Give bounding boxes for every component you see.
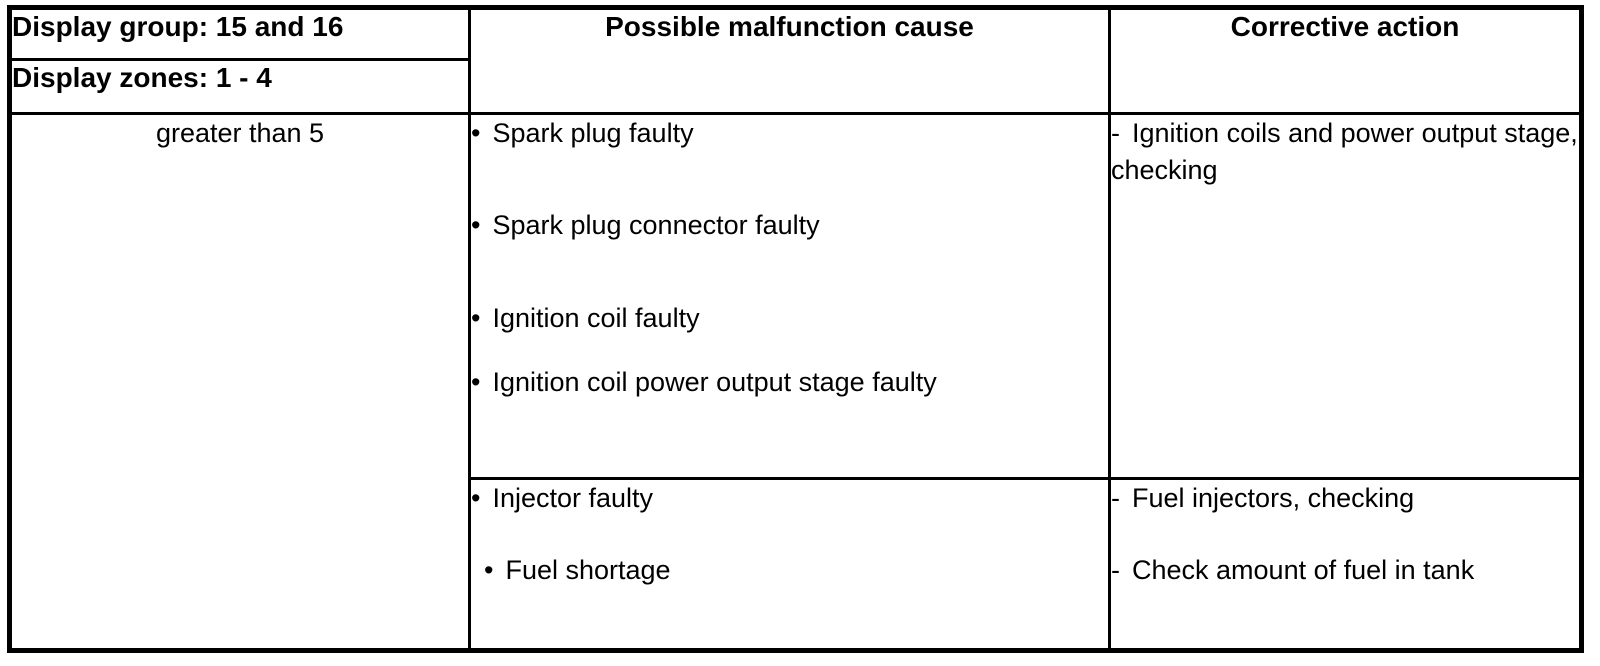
cause-item: • Ignition coil power output stage faulty: [471, 364, 1107, 401]
cause-item: • Spark plug faulty: [471, 117, 1107, 153]
action-text: Ignition coils and power output stage, c…: [1111, 118, 1578, 185]
actions-cell-row1: -Ignition coils and power output stage, …: [1108, 112, 1583, 480]
bullet-marker: •: [471, 303, 481, 333]
bullet-marker: •: [471, 210, 481, 240]
action-item: -Ignition coils and power output stage, …: [1111, 117, 1579, 190]
cause-item: • Fuel shortage: [473, 552, 1107, 589]
cause-item: • Spark plug connector faulty: [471, 207, 1107, 244]
bullet-marker: •: [484, 555, 494, 585]
cause-text: Injector faulty: [492, 483, 654, 513]
causes-cell-row1: • Spark plug faulty • Spark plug connector…: [468, 112, 1111, 480]
action-text: Check amount of fuel in tank: [1132, 555, 1475, 585]
dash-marker: -: [1111, 483, 1121, 513]
dash-marker: -: [1111, 118, 1121, 148]
bullet-marker: •: [471, 483, 481, 513]
action-text: Fuel injectors, checking: [1132, 483, 1415, 513]
diagnostic-table: Display group: 15 and 16 Possible malfun…: [7, 5, 1584, 653]
display-group-header: Display group: 15 and 16: [8, 6, 471, 61]
cause-text: Spark plug faulty: [492, 118, 694, 148]
cause-item: • Ignition coil faulty: [471, 300, 1107, 337]
action-item: -Check amount of fuel in tank: [1111, 552, 1579, 589]
action-item: -Fuel injectors, checking: [1111, 482, 1579, 518]
corrective-action-header: Corrective action: [1108, 6, 1583, 115]
condition-cell: greater than 5: [8, 112, 471, 652]
causes-cell-row2: • Injector faulty • Fuel shortage: [468, 477, 1111, 652]
malfunction-cause-header: Possible malfunction cause: [468, 6, 1111, 115]
cause-item: • Injector faulty: [471, 482, 1107, 518]
bullet-marker: •: [471, 367, 481, 397]
actions-cell-row2: -Fuel injectors, checking -Check amount …: [1108, 477, 1583, 652]
dash-marker: -: [1111, 555, 1121, 585]
cause-text: Fuel shortage: [505, 555, 671, 585]
cause-text: Ignition coil faulty: [492, 303, 700, 333]
display-zones-header: Display zones: 1 - 4: [8, 58, 471, 115]
bullet-marker: •: [471, 118, 481, 148]
cause-text: Spark plug connector faulty: [492, 210, 820, 240]
cause-text: Ignition coil power output stage faulty: [492, 367, 937, 397]
